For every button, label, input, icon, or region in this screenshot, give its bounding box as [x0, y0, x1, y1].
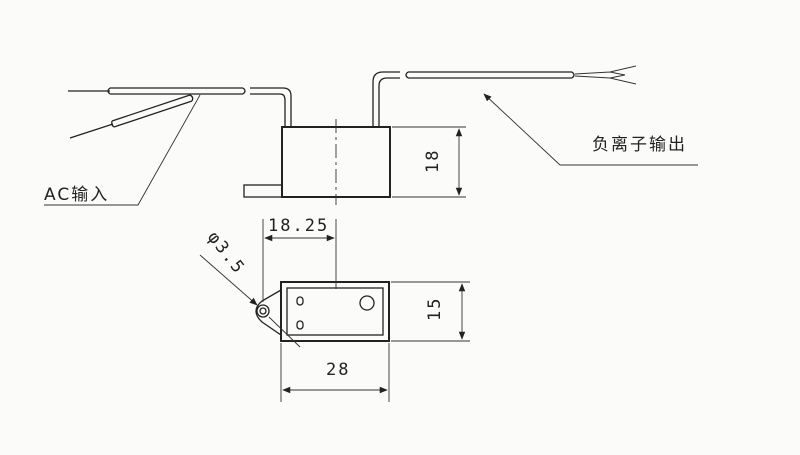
length-dimension: 28	[326, 360, 350, 380]
ac-cable-diagonal	[111, 94, 193, 128]
mounting-hole	[256, 304, 270, 318]
left-lead	[250, 87, 292, 127]
terminal-bottom	[296, 320, 304, 330]
neg-ion-label: 负离子输出	[592, 135, 687, 155]
mounting-tab-top	[255, 289, 282, 336]
module-top-outer	[280, 281, 390, 342]
terminal-top	[296, 296, 304, 306]
ac-cable-top	[110, 87, 243, 95]
front-view: AC输入 负离子输出 18	[44, 65, 698, 206]
top-view: 18.25 φ3.5 15 28	[199, 216, 470, 402]
output-pin	[359, 295, 375, 311]
hole-diameter-leader	[199, 254, 258, 306]
right-lead	[372, 71, 400, 127]
ac-input-leader	[44, 94, 201, 206]
ac-input-label: AC输入	[44, 185, 109, 205]
height-dimension: 18	[423, 149, 443, 173]
neg-ion-leader	[483, 93, 698, 166]
width-dimension: 15	[425, 297, 445, 321]
hole-spacing-dimension: 18.25	[268, 216, 329, 236]
mounting-tab	[243, 184, 283, 198]
output-cable	[408, 71, 572, 79]
hole-diameter-dimension: φ3.5	[203, 228, 249, 279]
module-top-inner	[286, 287, 384, 336]
